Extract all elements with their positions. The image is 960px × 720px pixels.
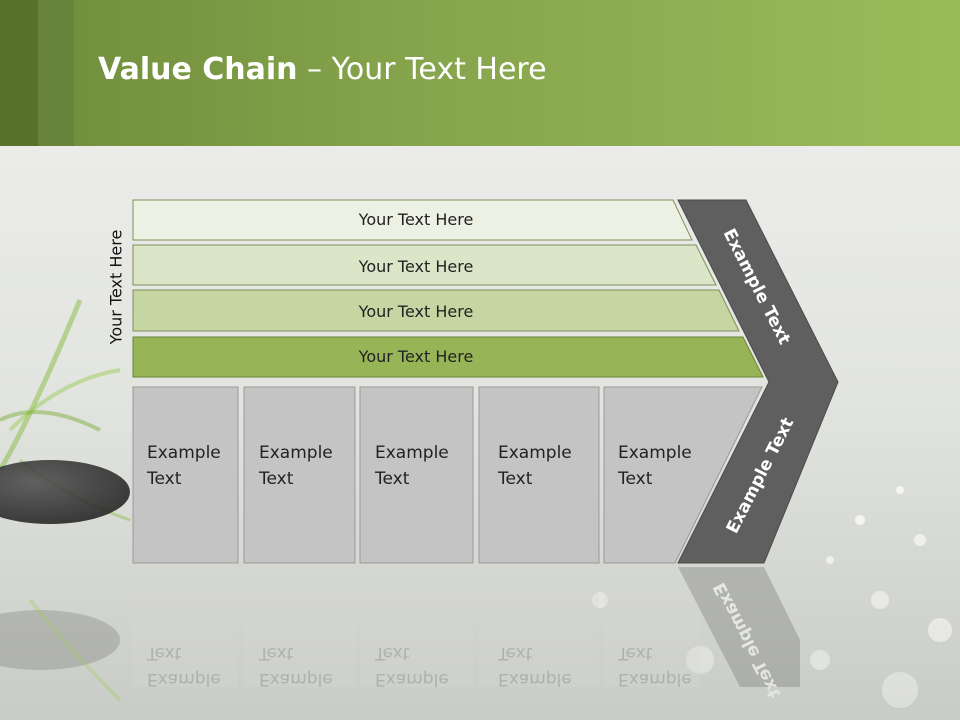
reflection-box-2-line1: Example	[259, 669, 333, 689]
reflection-box-4-line1: Example	[498, 669, 572, 689]
header-band: Value Chain – Your Text Here	[0, 0, 960, 146]
box-3-line2: Text	[374, 469, 410, 489]
reflection-box-3-line2: Text	[374, 643, 410, 663]
box-1-line1: Example	[147, 443, 221, 463]
reflection-box-1-line1: Example	[147, 669, 221, 689]
bar-2-label: Your Text Here	[358, 257, 474, 276]
box-4-line2: Text	[497, 469, 533, 489]
box-1-line2: Text	[146, 469, 182, 489]
bar-1-label: Your Text Here	[358, 210, 474, 229]
box-3: Example Text	[359, 386, 474, 564]
bar-3-label: Your Text Here	[358, 302, 474, 321]
header-accent-stripe	[0, 0, 38, 146]
box-5-line2: Text	[617, 469, 653, 489]
header-accent-stripe-secondary	[38, 0, 74, 146]
title-rest: Your Text Here	[331, 52, 547, 87]
box-2-line2: Text	[258, 469, 294, 489]
page-title: Value Chain – Your Text Here	[98, 52, 547, 87]
bar-1: Your Text Here	[132, 199, 693, 241]
bar-4-label: Your Text Here	[358, 347, 474, 366]
bar-4: Your Text Here	[132, 336, 764, 378]
title-bold: Value Chain	[98, 52, 298, 87]
reflection-box-3-line1: Example	[375, 669, 449, 689]
box-2: Example Text	[243, 386, 356, 564]
reflection-box-5-line1: Example	[618, 669, 692, 689]
box-4-line1: Example	[498, 443, 572, 463]
bar-3: Your Text Here	[132, 289, 740, 332]
reflection-box-4-line2: Text	[497, 643, 533, 663]
box-3-line1: Example	[375, 443, 449, 463]
reflection-box-5-line2: Text	[617, 643, 653, 663]
bar-2: Your Text Here	[132, 244, 717, 286]
reflection: Example Text Example Text Example Text E…	[133, 567, 800, 701]
box-2-line1: Example	[259, 443, 333, 463]
title-separator: –	[297, 52, 332, 87]
reflection-box-1-line2: Text	[146, 643, 182, 663]
box-4: Example Text	[478, 386, 600, 564]
reflection-box-2-line2: Text	[258, 643, 294, 663]
box-5: Example Text	[603, 386, 763, 564]
box-5-line1: Example	[618, 443, 692, 463]
box-1: Example Text	[132, 386, 239, 564]
